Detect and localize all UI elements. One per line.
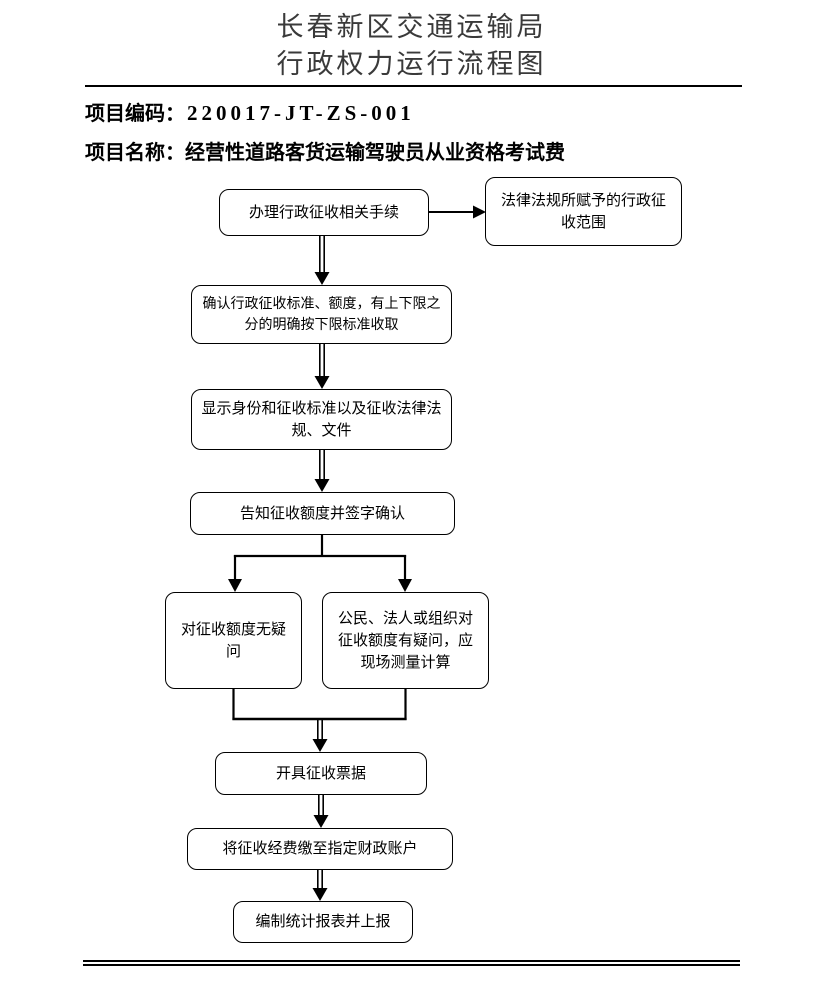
flow-node-label: 编制统计报表并上报 (255, 914, 391, 930)
title-line-2: 行政权力运行流程图 (276, 49, 547, 79)
arrow-step2-to-step3 (314, 344, 330, 389)
flow-node-label: 法律法规所赋予的行政征收范围 (500, 192, 666, 231)
flow-node-issue-receipt: 开具征收票据 (215, 752, 427, 795)
project-name-label: 项目名称： (85, 142, 185, 164)
flow-node-label: 确认行政征收标准、额度，有上下限之分的明确按下限标准收取 (202, 296, 441, 333)
arrow-step1-to-sidenote (429, 205, 486, 219)
flow-node-report-statistics: 编制统计报表并上报 (233, 901, 413, 943)
title-divider (85, 85, 742, 87)
arrow-merge-to-step5 (312, 720, 328, 752)
arrow-step5-to-step6 (313, 795, 329, 828)
flow-node-label: 办理行政征收相关手续 (248, 204, 399, 221)
merge-connector (232, 689, 407, 721)
branch-connector (228, 535, 412, 592)
flow-node-label: 显示身份和征收标准以及征收法律法规、文件 (201, 400, 442, 439)
project-name-row: 项目名称：经营性道路客货运输驾驶员从业资格考试费 (85, 136, 565, 165)
flow-node-pay-treasury: 将征收经费缴至指定财政账户 (187, 828, 453, 870)
flow-node-has-doubt: 公民、法人或组织对征收额度有疑问，应现场测量计算 (322, 592, 489, 689)
flow-node-label: 告知征收额度并签字确认 (239, 505, 405, 522)
project-code-row: 项目编码：220017-JT-ZS-001 (85, 97, 415, 126)
flow-node-handle-procedures: 办理行政征收相关手续 (219, 189, 429, 236)
arrow-step1-to-step2 (314, 236, 330, 285)
flow-node-show-identity: 显示身份和征收标准以及征收法律法规、文件 (191, 389, 452, 450)
flow-node-label: 公民、法人或组织对征收额度有疑问，应现场测量计算 (337, 610, 473, 671)
flow-node-notify-sign: 告知征收额度并签字确认 (190, 492, 455, 535)
flow-node-label: 对征收额度无疑问 (180, 621, 286, 660)
document-title: 长春新区交通运输局 行政权力运行流程图 (0, 9, 823, 83)
flow-node-confirm-standard: 确认行政征收标准、额度，有上下限之分的明确按下限标准收取 (191, 285, 452, 344)
project-code-value: 220017-JT-ZS-001 (187, 101, 415, 125)
arrow-step3-to-step4 (314, 450, 330, 492)
project-code-label: 项目编码： (85, 103, 185, 125)
flow-node-label: 开具征收票据 (275, 765, 366, 782)
footer-divider (83, 960, 740, 966)
flow-node-legal-scope: 法律法规所赋予的行政征收范围 (485, 177, 682, 246)
project-name-value: 经营性道路客货运输驾驶员从业资格考试费 (185, 142, 565, 164)
flow-node-label: 将征收经费缴至指定财政账户 (222, 841, 418, 857)
title-line-1: 长春新区交通运输局 (276, 12, 547, 42)
arrow-step6-to-step7 (312, 870, 328, 901)
flow-node-no-doubt: 对征收额度无疑问 (165, 592, 302, 689)
